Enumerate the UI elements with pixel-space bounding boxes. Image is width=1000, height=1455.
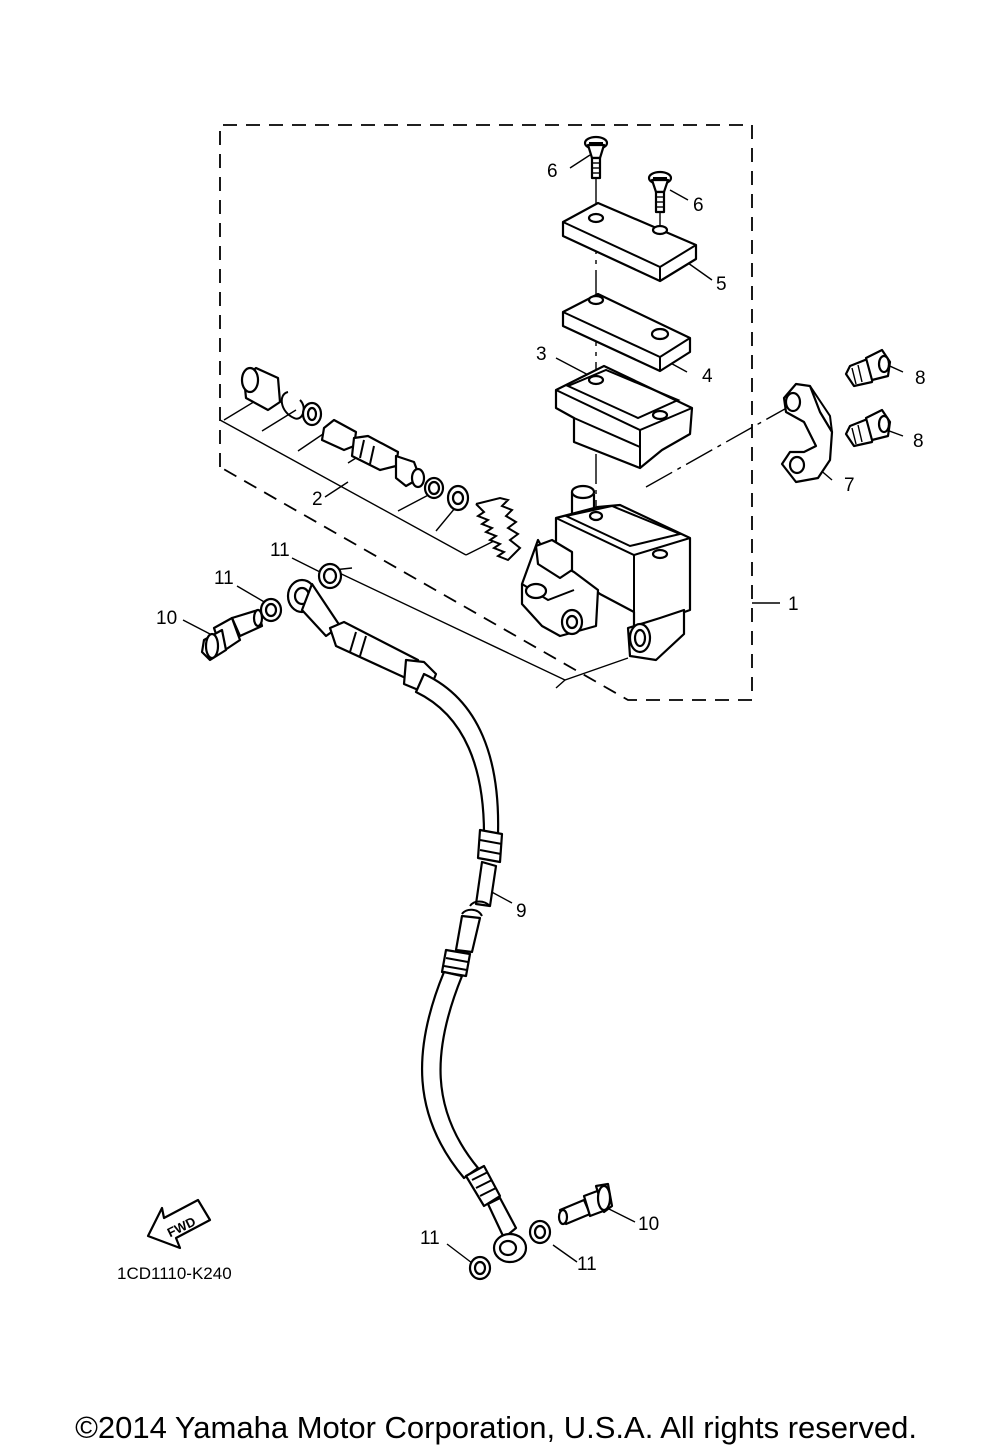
callout-8-upper: 8 [915,368,926,389]
union-bolt-lower [557,1182,614,1226]
copyright-notice: ©2014 Yamaha Motor Corporation, U.S.A. A… [75,1410,917,1445]
diaphragm-plate [561,292,692,373]
brake-hose [286,578,528,1264]
callout-6-left: 6 [547,161,558,182]
callout-labels: 1 2 3 4 5 6 6 7 8 8 9 10 10 11 11 11 11 [156,161,926,1275]
callout-3: 3 [536,344,547,365]
callout-5: 5 [716,274,727,295]
callout-7: 7 [844,475,855,496]
callout-11-d: 11 [577,1254,597,1275]
copper-washers [259,562,552,1281]
callout-4: 4 [702,366,713,387]
callout-10-upper: 10 [156,608,177,629]
callout-11-a: 11 [270,540,290,561]
master-cylinder-body [520,484,692,662]
callout-10-lower: 10 [638,1214,659,1235]
bolt-8-lower [844,408,892,448]
callout-1: 1 [788,594,799,615]
screw-6-right [647,170,673,214]
callout-8-lower: 8 [913,431,924,452]
diaphragm [554,364,694,470]
piston-kit [240,366,522,562]
assembly-boundary [219,124,753,701]
reservoir-cap [561,201,698,283]
screw-6-left [583,135,609,180]
callout-11-c: 11 [420,1228,440,1249]
reference-code: 1CD1110-K240 [117,1264,232,1283]
forward-arrow-icon: FWD [146,1198,212,1250]
master-cylinder-holder [780,382,834,484]
callout-9: 9 [516,901,527,922]
bolt-8-upper [844,348,892,388]
callout-2: 2 [312,489,323,510]
union-bolt-upper [200,608,264,662]
guide-lines [182,154,904,1264]
callout-6-right: 6 [693,195,704,216]
callout-11-b: 11 [214,568,234,589]
